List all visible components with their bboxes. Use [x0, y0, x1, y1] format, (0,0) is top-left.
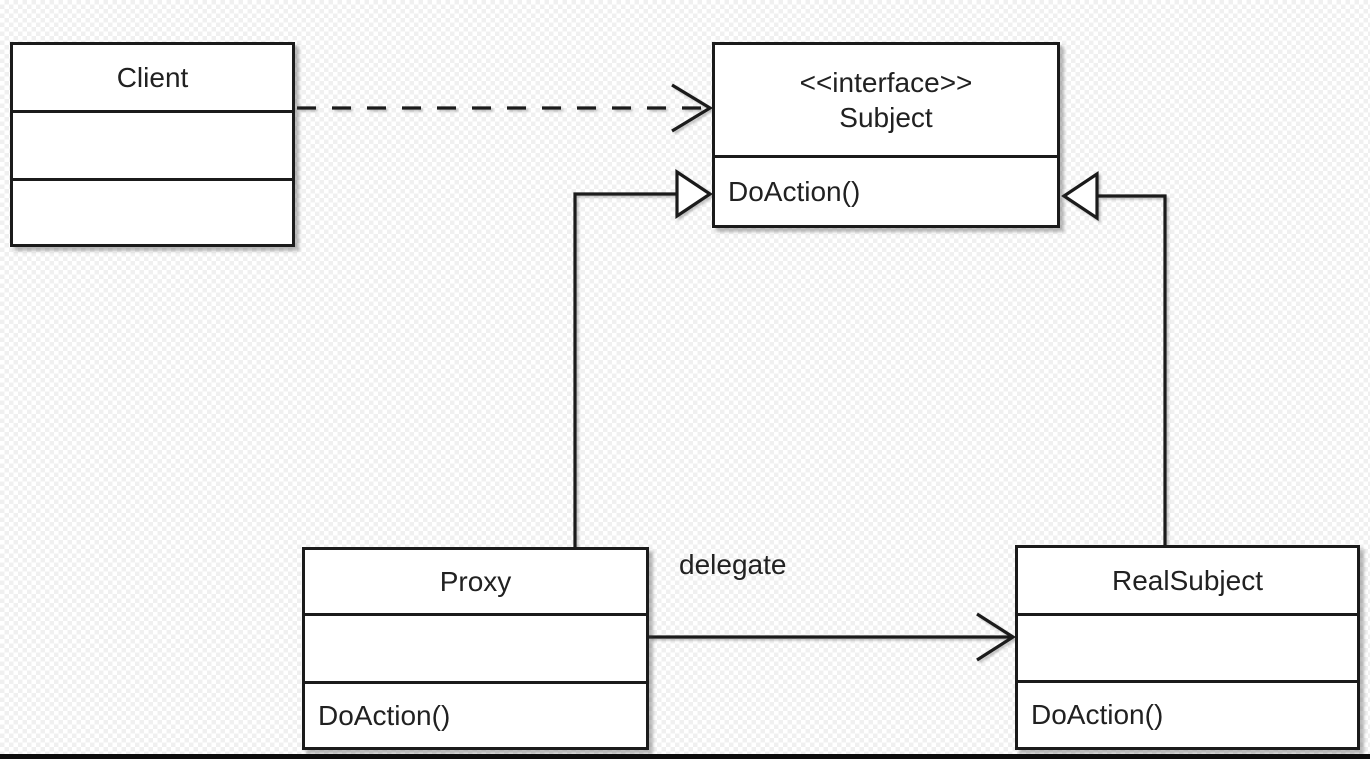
class-client-name: Client: [116, 62, 189, 93]
class-client-methods-compartment: [13, 178, 292, 244]
class-proxy-attributes-compartment: [305, 613, 646, 681]
class-subject-header: <<interface>> Subject: [715, 45, 1057, 155]
class-subject: <<interface>> Subject DoAction(): [712, 42, 1060, 228]
class-realsubject-method: DoAction(): [1018, 680, 1357, 747]
class-subject-method: DoAction(): [715, 155, 1057, 225]
class-subject-stereotype: <<interface>>: [799, 67, 973, 98]
class-realsubject-attributes-compartment: [1018, 613, 1357, 680]
delegate-label: delegate: [679, 549, 787, 580]
dependency-arrow-client-subject: [297, 83, 714, 133]
bottom-white-strip: [0, 758, 1370, 764]
class-realsubject: RealSubject DoAction(): [1015, 545, 1360, 750]
class-subject-name: Subject: [839, 102, 933, 133]
realization-proxy-subject: [573, 169, 713, 548]
class-proxy-name: Proxy: [439, 566, 512, 597]
class-realsubject-name: RealSubject: [1112, 565, 1263, 596]
class-proxy: Proxy DoAction(): [302, 547, 649, 750]
realization-realsubject-subject: [1061, 171, 1167, 546]
class-client-attributes-compartment: [13, 110, 292, 178]
class-proxy-method: DoAction(): [305, 681, 646, 747]
bottom-border-line: [0, 754, 1370, 759]
association-proxy-realsubject: [649, 612, 1016, 662]
class-client: Client: [10, 42, 295, 247]
